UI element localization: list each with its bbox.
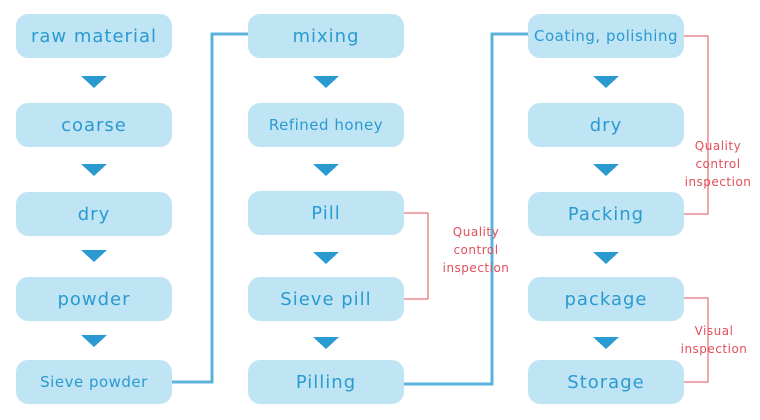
down-arrow-icon bbox=[81, 164, 107, 176]
step-label: Pill bbox=[311, 202, 341, 224]
annotation-line: Visual bbox=[694, 324, 734, 338]
step-raw-material: raw material bbox=[16, 14, 172, 58]
step-label: raw material bbox=[30, 25, 157, 47]
step-label: Pilling bbox=[295, 371, 357, 393]
down-arrow-icon bbox=[593, 164, 619, 176]
connector-col2-to-col3 bbox=[404, 32, 528, 386]
down-arrow-icon bbox=[313, 252, 339, 264]
annotation-line: control bbox=[695, 157, 741, 171]
down-arrow-icon bbox=[593, 337, 619, 349]
down-arrow-icon bbox=[81, 335, 107, 347]
step-package: package bbox=[528, 277, 684, 321]
annotation-line: Quality bbox=[452, 225, 500, 239]
step-pill: Pill bbox=[248, 191, 404, 235]
step-label: dry bbox=[77, 203, 111, 225]
step-packing: Packing bbox=[528, 192, 684, 236]
step-dry: dry bbox=[16, 192, 172, 236]
step-label: dry bbox=[589, 114, 623, 136]
annotation-line: inspection bbox=[442, 261, 510, 275]
step-coating-polishing: Coating, polishing bbox=[528, 14, 684, 58]
down-arrow-icon bbox=[593, 252, 619, 264]
step-sieve-pill: Sieve pill bbox=[248, 277, 404, 321]
step-dry-2: dry bbox=[528, 103, 684, 147]
step-refined-honey: Refined honey bbox=[248, 103, 404, 147]
step-coarse: coarse bbox=[16, 103, 172, 147]
step-label: Coating, polishing bbox=[533, 27, 678, 45]
down-arrow-icon bbox=[593, 76, 619, 88]
annotation-visual-right: Visual inspection bbox=[674, 322, 754, 358]
down-arrow-icon bbox=[313, 164, 339, 176]
step-label: Sieve powder bbox=[40, 373, 148, 391]
annotation-qc-right: Quality control inspection bbox=[678, 137, 758, 191]
bracket-visual-right bbox=[684, 297, 709, 383]
step-label: package bbox=[564, 288, 648, 310]
bracket-qc-middle bbox=[404, 212, 429, 300]
annotation-line: inspection bbox=[684, 175, 752, 189]
bracket-qc-right bbox=[684, 35, 709, 215]
annotation-qc-middle: Quality control inspection bbox=[436, 223, 516, 277]
connector-col1-to-col2 bbox=[172, 32, 248, 384]
down-arrow-icon bbox=[81, 250, 107, 262]
step-pilling: Pilling bbox=[248, 360, 404, 404]
step-label: Sieve pill bbox=[280, 288, 372, 310]
step-powder: powder bbox=[16, 277, 172, 321]
annotation-line: inspection bbox=[680, 342, 748, 356]
step-label: Packing bbox=[567, 203, 645, 225]
step-label: Refined honey bbox=[268, 116, 384, 134]
step-sieve-powder: Sieve powder bbox=[16, 360, 172, 404]
step-label: coarse bbox=[61, 114, 127, 136]
step-storage: Storage bbox=[528, 360, 684, 404]
annotation-line: Quality bbox=[694, 139, 742, 153]
step-mixing: mixing bbox=[248, 14, 404, 58]
step-label: mixing bbox=[292, 25, 360, 47]
down-arrow-icon bbox=[313, 76, 339, 88]
down-arrow-icon bbox=[313, 337, 339, 349]
down-arrow-icon bbox=[81, 76, 107, 88]
annotation-line: control bbox=[453, 243, 499, 257]
step-label: Storage bbox=[567, 371, 645, 393]
step-label: powder bbox=[57, 288, 131, 310]
